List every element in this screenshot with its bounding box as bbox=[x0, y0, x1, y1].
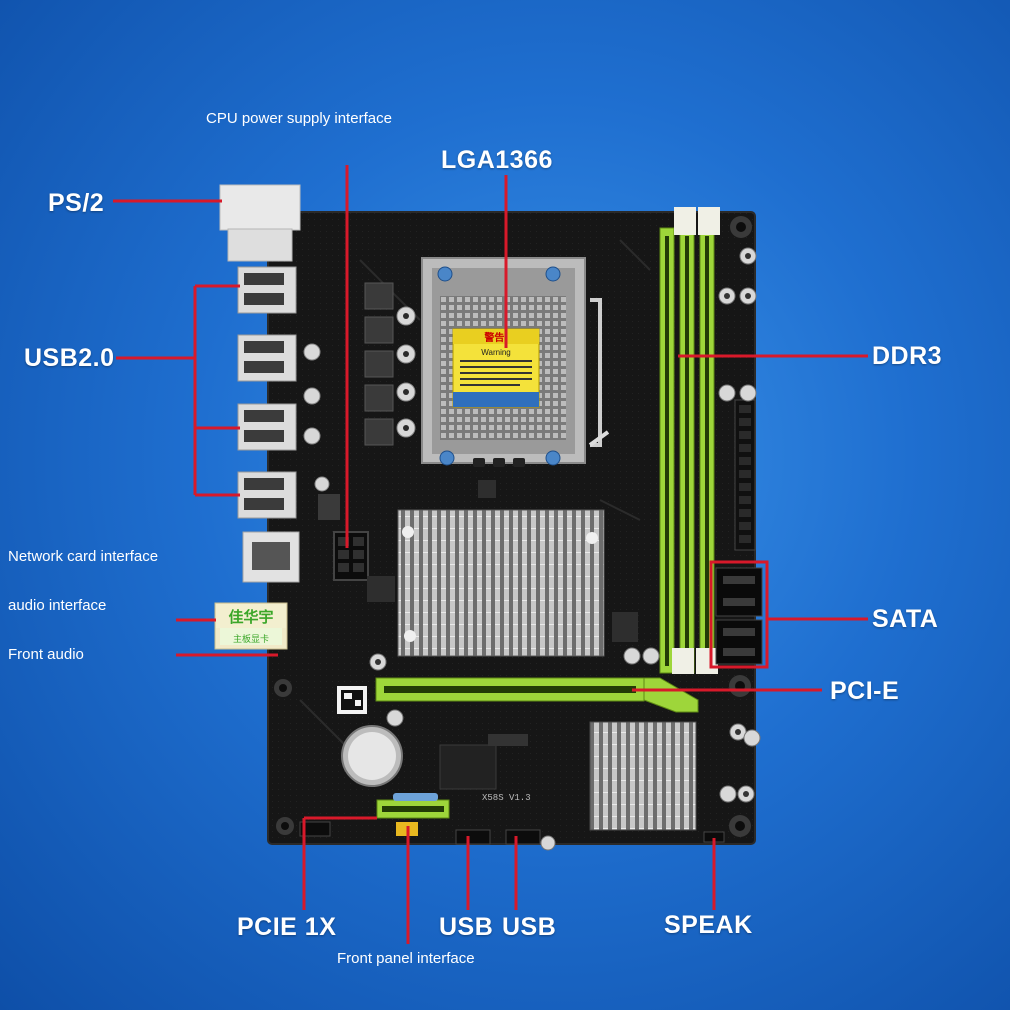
label-speak: SPEAK bbox=[664, 911, 753, 939]
southbridge-heatsink bbox=[589, 721, 697, 831]
label-lga1366: LGA1366 bbox=[441, 146, 553, 174]
cpu-power-connector bbox=[333, 531, 369, 581]
misc-chips bbox=[337, 480, 638, 790]
label-usb-header-2: USB bbox=[502, 913, 557, 941]
label-sata: SATA bbox=[872, 605, 939, 633]
label-pcie: PCI-E bbox=[830, 677, 900, 705]
chipset-heatsink bbox=[397, 509, 605, 657]
ddr3-slots bbox=[659, 207, 720, 674]
sticker-title: 警告! bbox=[483, 331, 507, 344]
label-pcie-1x: PCIE 1X bbox=[237, 913, 337, 941]
label-cpu-power: CPU power supply interface bbox=[206, 110, 392, 127]
atx-power-connector bbox=[734, 399, 756, 551]
vrm bbox=[303, 282, 416, 520]
badge-bottom: 主板显卡 bbox=[233, 633, 269, 645]
leader-lines bbox=[113, 165, 868, 944]
label-ddr3: DDR3 bbox=[872, 342, 943, 370]
sata-ports bbox=[715, 567, 763, 665]
label-front-audio: Front audio bbox=[8, 646, 84, 663]
rear-io bbox=[214, 184, 301, 650]
label-network: Network card interface bbox=[8, 548, 159, 565]
pcie-x16-slot bbox=[375, 677, 699, 713]
board-model: X58S V1.3 bbox=[482, 793, 531, 803]
label-audio: audio interface bbox=[8, 597, 107, 614]
bottom-headers bbox=[299, 821, 725, 845]
label-usb-header-1: USB bbox=[439, 913, 494, 941]
sticker-subtitle: Warning bbox=[481, 348, 511, 357]
brand-badge: 佳华宇 主板显卡 bbox=[216, 604, 286, 645]
capacitors bbox=[369, 247, 761, 851]
label-front-panel: Front panel interface bbox=[337, 950, 475, 967]
cpu-socket: 警告! Warning bbox=[421, 257, 610, 467]
cmos-battery bbox=[341, 725, 403, 787]
label-ps2: PS/2 bbox=[48, 189, 105, 217]
label-usb20: USB2.0 bbox=[24, 344, 115, 372]
badge-top: 佳华宇 bbox=[228, 608, 273, 626]
